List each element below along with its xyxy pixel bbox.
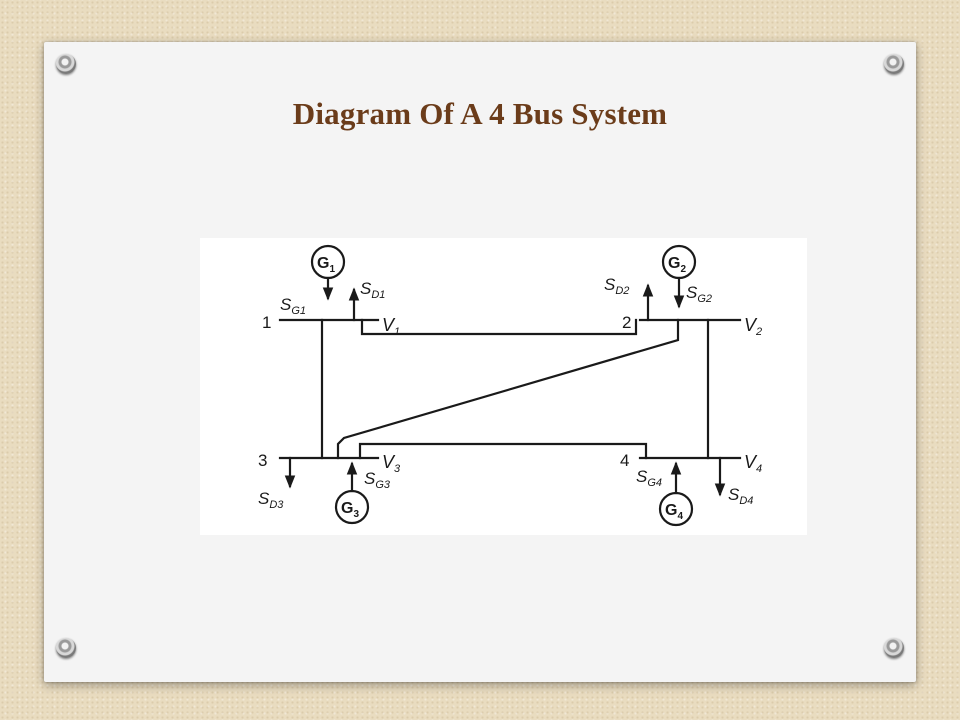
- line-1-2: [360, 318, 638, 336]
- bus-1-number: 1: [262, 313, 271, 332]
- sd1-label: SD1: [360, 279, 385, 301]
- diagram-canvas: 1 2 3 4 V1 V2 V3 V4 G1 G2 G3 G4 SG1 SG2 …: [258, 244, 762, 527]
- voltage-label-v3: V3: [382, 452, 401, 475]
- four-bus-diagram: 1 2 3 4 V1 V2 V3 V4 G1 G2 G3 G4 SG1 SG2 …: [200, 238, 807, 535]
- line-3-4: [358, 442, 648, 460]
- generator-g4-label: G4: [665, 502, 683, 522]
- line-2-3: [336, 318, 680, 460]
- sg2-label: SG2: [686, 283, 712, 305]
- bus-3-number: 3: [258, 451, 267, 470]
- pin-icon: [884, 54, 904, 74]
- sg4-label: SG4: [636, 467, 662, 489]
- sg1-label: SG1: [280, 295, 306, 317]
- slide-title: Diagram Of A 4 Bus System: [292, 96, 668, 131]
- voltage-label-v4: V4: [744, 452, 762, 475]
- pin-icon: [884, 638, 904, 658]
- slide-card: Diagram Of A 4 Bus System: [44, 42, 916, 682]
- generator-g2-label: G2: [668, 255, 686, 275]
- sd4-label: SD4: [728, 485, 753, 507]
- generator-g3-label: G3: [341, 500, 359, 520]
- pin-icon: [56, 54, 76, 74]
- bus-2-number: 2: [622, 313, 631, 332]
- voltage-label-v1: V1: [382, 315, 400, 338]
- sg3-label: SG3: [364, 469, 391, 491]
- voltage-label-v2: V2: [744, 315, 762, 338]
- sd2-label: SD2: [604, 275, 629, 297]
- pin-icon: [56, 638, 76, 658]
- bus-4-number: 4: [620, 451, 629, 470]
- sd3-label: SD3: [258, 489, 284, 511]
- generator-g1-label: G1: [317, 255, 335, 275]
